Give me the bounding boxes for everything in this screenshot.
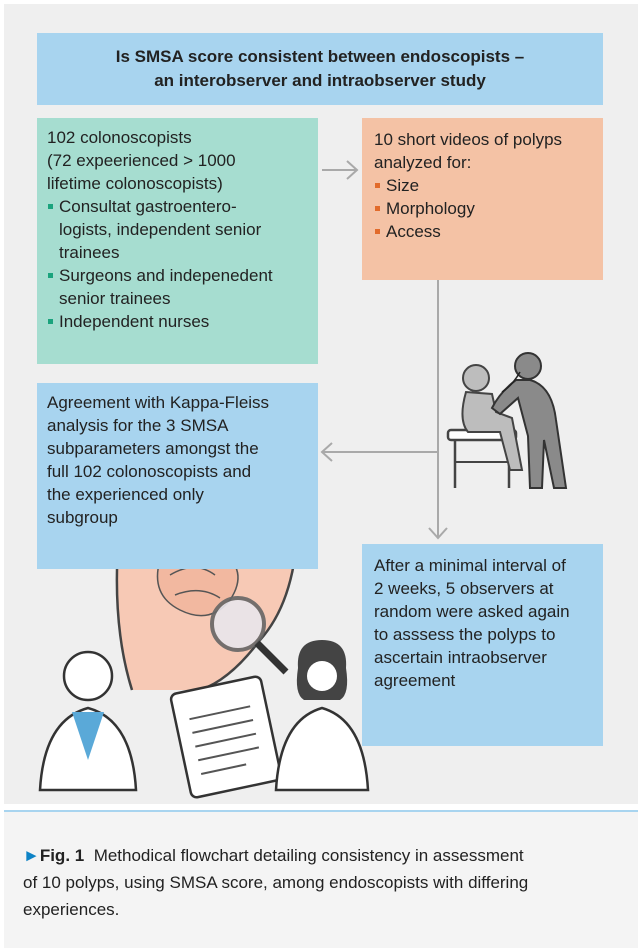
videos-item: Access [374, 220, 595, 243]
participants-item: Consultat gastroentero- logists, indepen… [47, 195, 310, 264]
videos-line1: 10 short videos of polyps [374, 128, 595, 151]
caption-line3: experiences. [23, 896, 638, 923]
videos-item: Size [374, 174, 595, 197]
agreement-line: Agreement with Kappa-Fleiss [47, 391, 310, 414]
agreement-line: the experienced only [47, 483, 310, 506]
videos-line2: analyzed for: [374, 151, 595, 174]
study-title-box: Is SMSA score consistent between endosco… [37, 33, 603, 105]
study-title-line1: Is SMSA score consistent between endosco… [37, 45, 603, 69]
intraobserver-line: agreement [374, 669, 595, 692]
doctor-patient-illustration [448, 353, 566, 488]
caption-marker-icon: ► [23, 846, 40, 865]
videos-list: Size Morphology Access [374, 174, 595, 243]
caption-line2: of 10 polyps, using SMSA score, among en… [23, 869, 638, 896]
agreement-line: full 102 colonoscopists and [47, 460, 310, 483]
study-title-line2: an interobserver and intraobserver study [37, 69, 603, 93]
figure-label: Fig. 1 [40, 846, 84, 865]
participants-line3: lifetime colonoscopists) [47, 172, 310, 195]
participants-line2: (72 expeerienced > 1000 [47, 149, 310, 172]
intraobserver-box: After a minimal interval of 2 weeks, 5 o… [362, 544, 603, 746]
caption-text-1: Methodical flowchart detailing consisten… [94, 846, 524, 865]
intraobserver-line: ascertain intraobserver [374, 646, 595, 669]
participants-item: Surgeons and indepenedent senior trainee… [47, 264, 310, 310]
agreement-line: subgroup [47, 506, 310, 529]
videos-item: Morphology [374, 197, 595, 220]
agreement-line: analysis for the 3 SMSA [47, 414, 310, 437]
list-item-text: Surgeons and indepenedent [59, 264, 310, 287]
participants-list: Consultat gastroentero- logists, indepen… [47, 195, 310, 333]
figure-caption: ►Fig. 1 Methodical flowchart detailing c… [4, 810, 638, 948]
participants-box: 102 colonoscopists (72 expeerienced > 10… [37, 118, 318, 364]
list-item-text: Consultat gastroentero- [59, 195, 310, 218]
participants-line1: 102 colonoscopists [47, 126, 310, 149]
list-item-text: Independent nurses [59, 310, 310, 333]
agreement-box: Agreement with Kappa-Fleiss analysis for… [37, 383, 318, 569]
intraobserver-line: 2 weeks, 5 observers at [374, 577, 595, 600]
list-item-text: senior trainees [59, 287, 310, 310]
intraobserver-line: random were asked again [374, 600, 595, 623]
videos-box: 10 short videos of polyps analyzed for: … [362, 118, 603, 280]
list-item-text: logists, independent senior [59, 218, 310, 241]
intraobserver-line: to asssess the polyps to [374, 623, 595, 646]
list-item-text: trainees [59, 241, 310, 264]
caption-line1: ►Fig. 1 Methodical flowchart detailing c… [23, 842, 638, 869]
participants-item: Independent nurses [47, 310, 310, 333]
intraobserver-line: After a minimal interval of [374, 554, 595, 577]
agreement-line: subparameters amongst the [47, 437, 310, 460]
